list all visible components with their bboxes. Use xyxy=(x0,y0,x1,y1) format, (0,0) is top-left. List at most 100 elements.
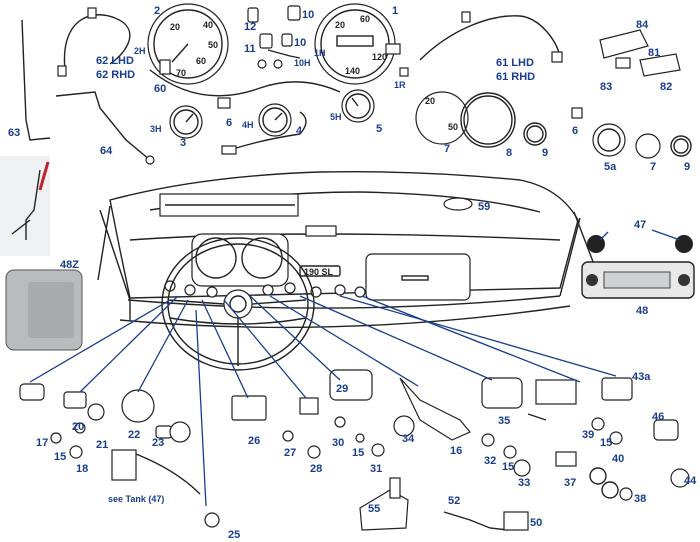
label-48z: 48Z xyxy=(60,259,79,271)
label-15a: 15 xyxy=(54,451,66,463)
label-82: 82 xyxy=(660,81,672,93)
label-43a: 43a xyxy=(632,371,651,383)
label-29: 29 xyxy=(336,383,348,395)
interior-lamps xyxy=(599,29,681,77)
label-7a: 7 xyxy=(444,143,450,155)
label-64: 64 xyxy=(100,145,113,157)
label-7b: 7 xyxy=(650,161,656,173)
label-28: 28 xyxy=(310,463,322,475)
label-23: 23 xyxy=(152,437,164,449)
label-16: 16 xyxy=(450,445,462,457)
label-15b: 15 xyxy=(352,447,364,459)
speedo-num: 20 xyxy=(335,20,345,30)
speedometer-cables xyxy=(57,7,563,77)
small-gauges xyxy=(149,69,375,155)
label-20: 20 xyxy=(72,421,84,433)
label-10b: 10 xyxy=(294,37,306,49)
label-3h: 3H xyxy=(150,124,162,134)
label-10h: 10H xyxy=(294,58,311,68)
label-15c: 15 xyxy=(502,461,514,473)
photo-inset-speaker xyxy=(5,269,83,351)
label-62-lhd: 62 LHD xyxy=(96,55,134,67)
label-30: 30 xyxy=(332,437,344,449)
label-17: 17 xyxy=(36,437,48,449)
tacho-num: 60 xyxy=(196,56,206,66)
label-61-lhd: 61 LHD xyxy=(496,57,534,69)
leader-lines xyxy=(29,295,617,507)
label-1r: 1R xyxy=(394,80,406,90)
label-81: 81 xyxy=(648,47,660,59)
label-5a: 5a xyxy=(604,161,617,173)
label-60: 60 xyxy=(154,83,166,95)
clock-and-rings xyxy=(592,123,692,159)
label-12: 12 xyxy=(244,21,256,33)
speedo-num: 140 xyxy=(345,66,360,76)
bulb-holders xyxy=(247,5,301,69)
label-44: 44 xyxy=(684,475,697,487)
tank-note: see Tank (47) xyxy=(108,494,164,504)
label-10a: 10 xyxy=(302,9,314,21)
label-4h: 4H xyxy=(242,120,254,130)
gauge-parts-right: 20 50 xyxy=(415,91,583,148)
radio xyxy=(581,229,695,299)
part-labels: 1 1H 1R 2 2H 3 3H 4 4H 5 5H 5a 6 6 7 7 8… xyxy=(8,5,697,541)
tachometer-gauge: 20 40 50 60 70 xyxy=(147,3,229,85)
label-33: 33 xyxy=(518,477,530,489)
speedo-num: 120 xyxy=(372,52,387,62)
label-39: 39 xyxy=(582,429,594,441)
dash-badge: 190 SL xyxy=(304,267,334,277)
label-9b: 9 xyxy=(684,161,690,173)
label-46: 46 xyxy=(652,411,664,423)
label-3: 3 xyxy=(180,137,186,149)
label-32: 32 xyxy=(484,455,496,467)
label-26: 26 xyxy=(248,435,260,447)
dial-num: 50 xyxy=(448,122,458,132)
label-4: 4 xyxy=(296,125,303,137)
label-2h: 2H xyxy=(134,46,146,56)
tacho-num: 50 xyxy=(208,40,218,50)
dashboard-body: 190 SL xyxy=(97,170,601,371)
label-48: 48 xyxy=(636,305,648,317)
label-15d: 15 xyxy=(600,437,612,449)
label-1: 1 xyxy=(392,5,398,17)
label-52: 52 xyxy=(448,495,460,507)
label-62-rhd: 62 RHD xyxy=(96,69,135,81)
label-84: 84 xyxy=(636,19,649,31)
label-59: 59 xyxy=(478,201,490,213)
tacho-num: 70 xyxy=(176,68,186,78)
label-47: 47 xyxy=(634,219,646,231)
label-83: 83 xyxy=(600,81,612,93)
label-5h: 5H xyxy=(330,112,342,122)
label-8: 8 xyxy=(506,147,512,159)
label-40: 40 xyxy=(612,453,624,465)
speedo-num: 60 xyxy=(360,14,370,24)
label-2: 2 xyxy=(154,5,160,17)
label-31: 31 xyxy=(370,463,382,475)
label-50: 50 xyxy=(530,517,542,529)
oil-lines xyxy=(21,19,155,165)
photo-inset-switch xyxy=(0,156,50,256)
label-11: 11 xyxy=(244,43,256,55)
label-55: 55 xyxy=(368,503,380,515)
speedometer-gauge: 20 60 120 140 xyxy=(314,3,409,85)
tacho-num: 40 xyxy=(203,20,213,30)
label-6b: 6 xyxy=(572,125,578,137)
label-61-rhd: 61 RHD xyxy=(496,71,535,83)
label-27: 27 xyxy=(284,447,296,459)
label-34: 34 xyxy=(402,433,415,445)
label-63: 63 xyxy=(8,127,20,139)
label-1h: 1H xyxy=(314,48,326,58)
label-25: 25 xyxy=(228,529,240,541)
tacho-num: 20 xyxy=(170,22,180,32)
label-18: 18 xyxy=(76,463,88,475)
label-38: 38 xyxy=(634,493,646,505)
label-22: 22 xyxy=(128,429,140,441)
label-6a: 6 xyxy=(226,117,232,129)
label-9a: 9 xyxy=(542,147,548,159)
label-21: 21 xyxy=(96,439,108,451)
dial-num: 20 xyxy=(425,96,435,106)
label-35: 35 xyxy=(498,415,510,427)
bottom-parts xyxy=(19,369,690,531)
